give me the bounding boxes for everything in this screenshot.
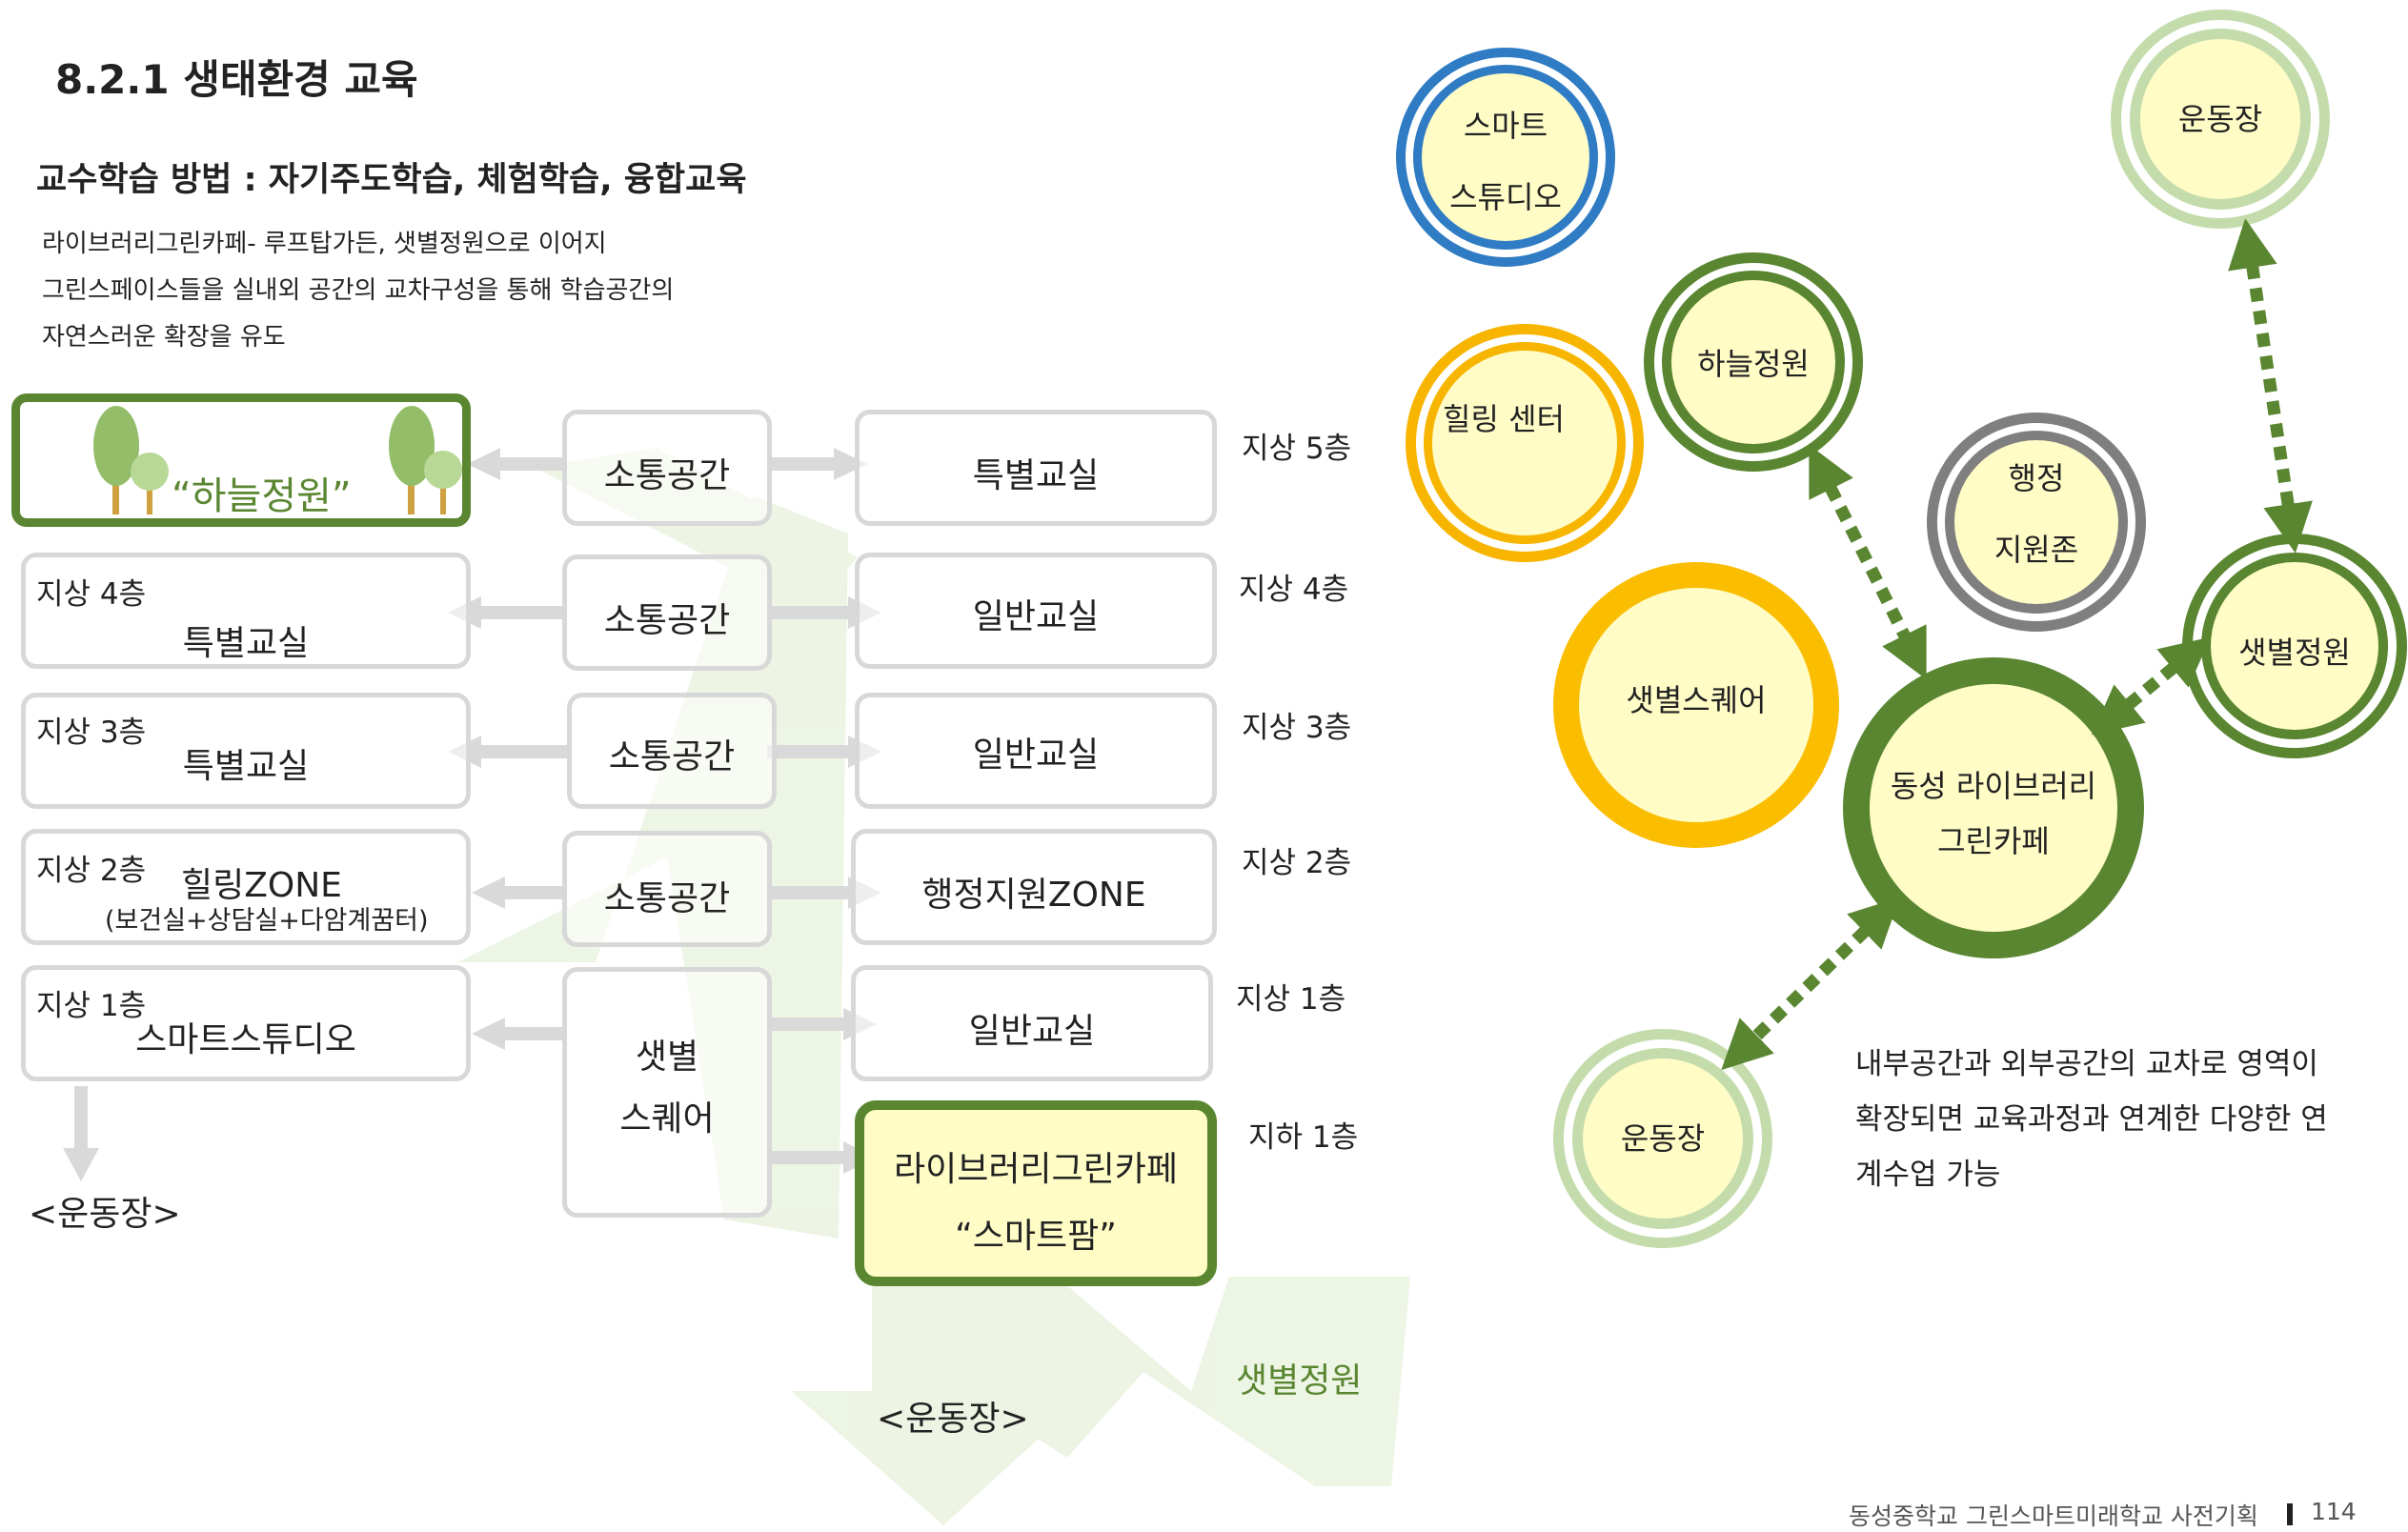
node-label-line: 동성 라이브러리 [1890, 768, 2097, 804]
tree-icon [93, 406, 462, 514]
communication-space-label: 소통공간 [603, 601, 731, 640]
general-classroom-box [851, 965, 1213, 1081]
footer-text: 동성중학교 그린스마트미래학교 사전기획 [1849, 1502, 2258, 1530]
special-classroom-box [21, 553, 471, 669]
library-green-cafe-label: 라이브러리그린카페 [893, 1150, 1179, 1189]
node-label-line: 스마트 [1463, 108, 1548, 144]
sky-garden-box [11, 393, 471, 527]
special-classroom-label: 특별교실 [182, 747, 310, 786]
smart-farm-label: “스마트팜” [955, 1217, 1117, 1256]
node-label-line: 그린카페 [1937, 823, 2050, 859]
floor-label: 지상 3층 [1242, 711, 1352, 745]
star-square-label: 샛별 [635, 1038, 699, 1077]
communication-space-label: 소통공간 [608, 737, 736, 776]
page-subheading: 교수학습 방법 : 자기주도학습, 체험학습, 융합교육 [36, 161, 747, 199]
general-classroom-label: 일반교실 [968, 1012, 1096, 1051]
node-library-cafe [1843, 657, 2144, 958]
caption-line: 확장되면 교육과정과 연계한 다양한 연 [1855, 1102, 2328, 1137]
network-dotted-arrows [1721, 218, 2313, 1071]
special-classroom-label: 특별교실 [182, 624, 310, 663]
floor-label: 지상 2층 [1242, 846, 1352, 880]
star-garden-node-label: 샛별정원 [2238, 635, 2351, 671]
star-square-box [562, 967, 772, 1218]
node-sky-garden [1644, 252, 1863, 472]
healing-center-node-label: 힐링 센터 [1443, 401, 1565, 437]
playground-exit-label: <운동장> [29, 1195, 181, 1234]
communication-space-box [562, 410, 772, 526]
sky-garden-node-label: 하늘정원 [1697, 346, 1810, 382]
node-star-garden [2182, 534, 2407, 758]
communication-space-label: 소통공간 [603, 879, 731, 918]
communication-space-box [562, 554, 772, 671]
node-star-square [1553, 562, 1839, 848]
caption-line: 내부공간과 외부공간의 교차로 영역이 [1855, 1047, 2318, 1081]
star-square-node-label: 샛별스퀘어 [1626, 682, 1767, 718]
floor-label: 지상 5층 [1242, 432, 1352, 466]
caption-line: 계수업 가능 [1855, 1158, 2001, 1192]
special-classroom-box [21, 693, 471, 809]
admin-zone-node-label: 행정 지원존 [1941, 443, 2132, 586]
node-playground-bottom [1553, 1029, 1772, 1248]
floor-label: 지상 1층 [1236, 982, 1346, 1017]
playground-node-label: 운동장 [2177, 101, 2263, 137]
general-classroom-label: 일반교실 [972, 597, 1100, 636]
general-classroom-box [855, 553, 1217, 669]
node-label-line: 스튜디오 [1449, 179, 1562, 215]
smart-studio-node-label: 스마트 스튜디오 [1410, 91, 1601, 233]
node-healing-center [1406, 324, 1644, 562]
node-smart-studio [1396, 48, 1615, 267]
healing-zone-label: 힐링ZONE [181, 866, 342, 905]
smart-studio-label: 스마트스튜디오 [135, 1020, 356, 1059]
floor-label: 지상 4층 [36, 577, 147, 612]
network-caption: 내부공간과 외부공간의 교차로 영역이 확장되면 교육과정과 연계한 다양한 연… [1855, 1037, 2328, 1202]
communication-space-box [567, 693, 777, 809]
library-cafe-node-label: 동성 라이브러리 그린카페 [1870, 758, 2117, 869]
node-playground-top [2111, 10, 2330, 229]
description-line: 라이브러리그린카페- 루프탑가든, 샛별정원으로 이어지 [42, 230, 607, 258]
description-line: 그린스페이스들을 실내외 공간의 교차구성을 통해 학습공간의 [42, 276, 675, 305]
sky-garden-label: “하늘정원” [172, 474, 352, 518]
communication-space-box [562, 831, 772, 947]
floor-label: 지상 1층 [36, 989, 147, 1023]
floor-label: 지상 4층 [1239, 573, 1349, 607]
smart-studio-box [21, 965, 471, 1081]
healing-zone-box [21, 829, 471, 945]
playground-node-label: 운동장 [1620, 1120, 1706, 1157]
admin-support-zone-box [851, 829, 1217, 945]
healing-zone-detail: (보건실+상담실+다암계꿈터) [105, 906, 429, 936]
page-number: 114 [2311, 1498, 2357, 1525]
footer-divider [2287, 1503, 2293, 1525]
node-label-line: 행정 [2008, 460, 2065, 496]
admin-support-zone-label: 행정지원ZONE [921, 876, 1146, 915]
floor-label: 지상 2층 [36, 854, 147, 888]
general-classroom-box [855, 693, 1217, 809]
description-line: 자연스러운 확장을 유도 [42, 323, 286, 352]
floor-label: 지하 1층 [1248, 1120, 1359, 1155]
library-green-cafe-box [855, 1100, 1217, 1286]
node-label-line: 지원존 [1993, 532, 2079, 568]
playground-exit-label: <운동장> [877, 1400, 1029, 1439]
special-classroom-label: 특별교실 [972, 456, 1100, 495]
special-classroom-box [855, 410, 1217, 526]
description: 라이브러리그린카페- 루프탑가든, 샛별정원으로 이어지 그린스페이스들을 실내… [42, 221, 674, 361]
star-square-label: 스퀘어 [619, 1099, 715, 1139]
general-classroom-label: 일반교실 [972, 736, 1100, 775]
star-garden-exit-label: 샛별정원 [1236, 1361, 1363, 1401]
page-heading: 8.2.1 생태환경 교육 [55, 56, 418, 103]
communication-space-label: 소통공간 [603, 456, 731, 495]
floor-label: 지상 3층 [36, 716, 147, 750]
node-admin-zone [1927, 413, 2146, 632]
